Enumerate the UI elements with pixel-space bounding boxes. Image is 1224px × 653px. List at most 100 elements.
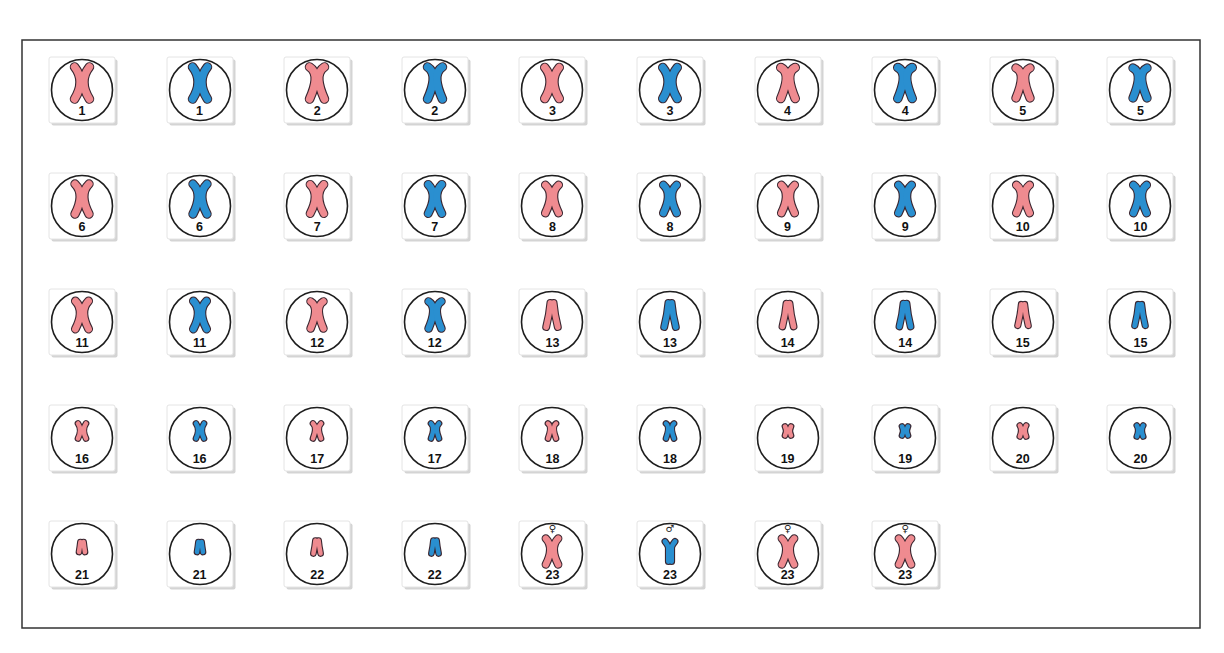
chromatid — [201, 184, 206, 214]
cell-tile — [284, 405, 350, 471]
chromatid-outline — [79, 542, 80, 552]
chromosome-number: 23 — [872, 568, 938, 582]
chromatid-outline — [313, 424, 315, 439]
cell-tile — [49, 405, 115, 471]
chromosome-circle: 20 — [990, 405, 1056, 471]
chromosome-circle: 5 — [1107, 57, 1173, 123]
chromosome-number: 15 — [990, 336, 1056, 350]
chromatid — [314, 541, 316, 554]
chromatid — [547, 303, 551, 327]
chromosome — [666, 424, 674, 439]
chromatid — [899, 539, 903, 565]
chromosome — [75, 67, 90, 99]
chromosome — [785, 427, 791, 436]
chromosome-circle: 13 — [637, 289, 703, 355]
chromosome-number: 20 — [1107, 452, 1173, 466]
chromosome-number: 16 — [49, 452, 115, 466]
cell-tile — [872, 289, 938, 355]
chromatid — [310, 67, 316, 99]
chromatid — [664, 303, 668, 327]
chromatid-outline — [899, 185, 904, 213]
chromosome-circle: 1 — [49, 57, 115, 123]
chromatid — [789, 427, 790, 436]
chromosome-circle: 7 — [284, 173, 350, 239]
chromatid-outline — [789, 68, 794, 99]
chromatid — [1142, 185, 1147, 213]
chromosome-circle: 8 — [637, 173, 703, 239]
chromosome-circle: 2 — [402, 57, 468, 123]
chromatid-outline — [781, 185, 786, 213]
chromosome — [546, 185, 559, 213]
chromosome-number: 6 — [49, 220, 115, 234]
chromatid-outline — [436, 541, 438, 554]
chromatid-outline — [665, 542, 668, 562]
chromatid-outline — [1134, 185, 1139, 213]
cell-tile — [402, 173, 468, 239]
chromatid-outline — [672, 542, 675, 562]
chromosome — [898, 68, 912, 99]
chromatid-outline — [314, 541, 316, 554]
chromosome-circle: 22 — [402, 521, 468, 587]
chromosome-circle: 14 — [755, 289, 821, 355]
chromatid — [546, 539, 550, 565]
chromosome-circle: 6 — [167, 173, 233, 239]
chromosome-circle: 3 — [519, 57, 585, 123]
chromatid — [898, 68, 903, 99]
chromatid — [665, 542, 668, 562]
chromatid-outline — [1133, 68, 1138, 98]
chromatid-outline — [672, 185, 677, 213]
chromatid-outline — [546, 539, 550, 565]
chromatid-outline — [75, 184, 80, 214]
chromosome — [75, 184, 89, 214]
chromosome-number: 4 — [872, 104, 938, 118]
cell-tile — [49, 173, 115, 239]
chromatid — [907, 539, 911, 565]
chromosome-circle: 10 — [990, 173, 1056, 239]
chromatid — [437, 67, 443, 99]
chromatid — [781, 539, 785, 565]
chromosome-circle: 14 — [872, 289, 938, 355]
cell-tile — [1107, 289, 1173, 355]
chromatid — [545, 68, 550, 99]
chromatid-outline — [201, 542, 202, 552]
cell-tile — [402, 405, 468, 471]
cell-tile — [49, 289, 115, 355]
chromosome-circle: ♀23 — [755, 521, 821, 587]
chromosome-number: 23 — [755, 568, 821, 582]
chromosome-circle: 10 — [1107, 173, 1173, 239]
chromosome-number: 15 — [1107, 336, 1173, 350]
chromosome — [900, 304, 911, 327]
chromatid-outline — [545, 68, 550, 99]
chromosome — [314, 541, 321, 554]
cell-tile — [755, 521, 821, 587]
chromosome-circle: 19 — [755, 405, 821, 471]
chromatid — [663, 185, 668, 213]
chromatid-outline — [310, 67, 316, 99]
chromosome-circle: 12 — [402, 289, 468, 355]
cell-tile — [519, 521, 585, 587]
chromatid — [672, 68, 677, 99]
chromatid-outline — [554, 539, 558, 565]
chromosome — [427, 67, 442, 99]
chromosome-number: 18 — [519, 452, 585, 466]
chromatid — [310, 185, 315, 214]
chromatid — [192, 67, 198, 99]
chromatid — [311, 302, 316, 329]
chromosome — [663, 68, 677, 99]
cell-tile — [284, 173, 350, 239]
chromosome-circle: ♀23 — [872, 521, 938, 587]
chromatid — [785, 427, 786, 436]
chromosome-number: 2 — [284, 104, 350, 118]
chromosome-circle: 6 — [49, 173, 115, 239]
chromosome-circle: 19 — [872, 405, 938, 471]
chromatid-outline — [84, 67, 90, 99]
chromosome — [546, 539, 558, 565]
chromatid-outline — [907, 427, 908, 436]
chromosome — [780, 68, 794, 99]
chromatid — [554, 68, 559, 99]
chromatid-outline — [1142, 68, 1147, 98]
chromatid — [201, 424, 203, 439]
chromosome-number: 22 — [284, 568, 350, 582]
chromatid-outline — [319, 67, 325, 99]
